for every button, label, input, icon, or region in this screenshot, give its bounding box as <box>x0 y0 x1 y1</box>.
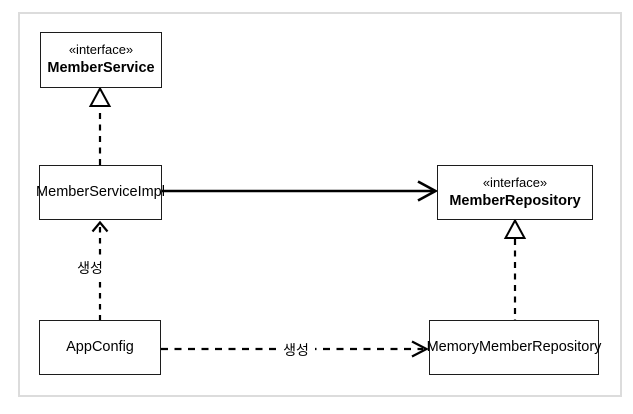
stereotype-label: «interface» <box>482 174 548 190</box>
class-name: AppConfig <box>66 339 134 356</box>
class-box-member-repository: «interface» MemberRepository <box>437 165 593 220</box>
realization-arrow-memberserviceimpl-to-memberservice <box>88 86 112 165</box>
class-box-member-service: «interface» MemberService <box>40 32 162 88</box>
class-box-member-service-impl: MemberServiceImpl <box>36 165 165 220</box>
class-box-memory-member-repository: MemoryMemberRepository <box>426 320 602 375</box>
association-arrow-memberserviceimpl-to-memberrepository <box>162 180 439 202</box>
edge-label-creates-vertical: 생성 <box>71 257 109 279</box>
dependency-arrow-appconfig-to-memorymemberrepository <box>161 340 429 358</box>
class-name: MemoryMemberRepository <box>426 339 602 356</box>
stereotype-label: «interface» <box>68 42 134 58</box>
class-name: MemberServiceImpl <box>36 184 165 201</box>
realization-arrow-memorymemberrepository-to-memberrepository <box>503 218 527 320</box>
class-name: MemberRepository <box>449 192 581 209</box>
edge-label-creates-horizontal: 생성 <box>277 339 315 361</box>
class-name: MemberService <box>47 60 155 77</box>
class-box-app-config: AppConfig <box>39 320 161 375</box>
